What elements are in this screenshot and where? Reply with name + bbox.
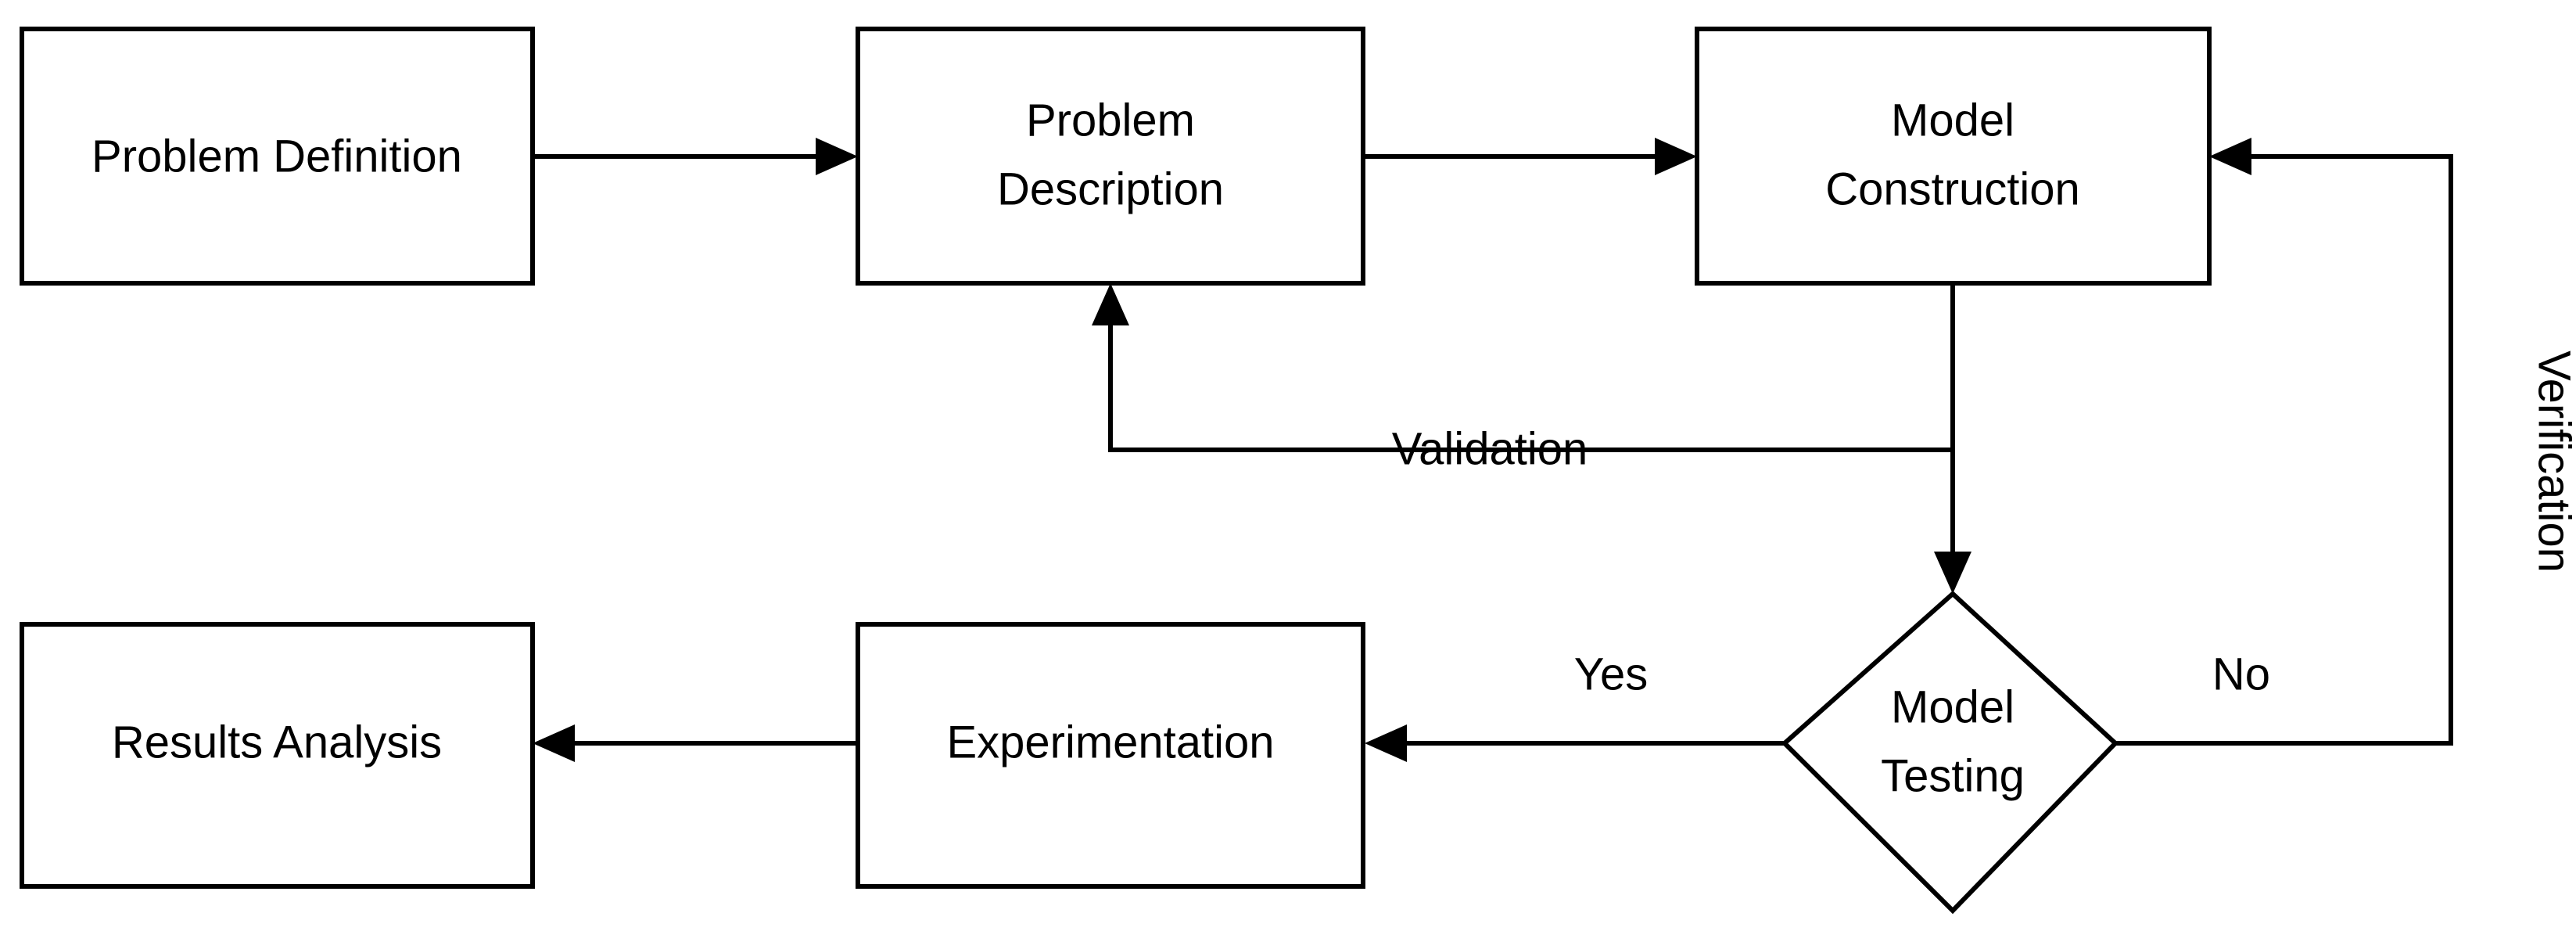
edge-label-yes: Yes (1574, 649, 1649, 699)
node-label-results-analysis: Results Analysis (112, 717, 442, 767)
arrow-head-icon (1092, 283, 1129, 325)
node-shape-rectangle[interactable] (856, 622, 1365, 889)
node-label-model-testing-line1: Model (1891, 681, 2015, 732)
edge-label-verification: Verification (2529, 350, 2576, 573)
edge-label-validation: Validation (1392, 423, 1588, 474)
node-label-problem-definition: Problem Definition (91, 131, 462, 182)
node-shape-rectangle[interactable] (20, 622, 535, 889)
edge-line (2115, 154, 2453, 746)
edge-experimentation-to-results (533, 724, 858, 762)
arrow-head-icon (816, 138, 858, 175)
edge-line (1108, 313, 1953, 452)
edge-label-no: No (2212, 649, 2270, 699)
arrow-head-icon (1655, 138, 1697, 175)
node-label-model-construction-line2: Construction (1825, 164, 2080, 214)
edge-definition-to-description (533, 138, 858, 175)
arrow-head-icon (1934, 552, 1971, 594)
node-problem-definition[interactable]: Problem Definition (20, 27, 535, 286)
node-shape-rectangle[interactable] (1695, 27, 2212, 286)
node-model-testing[interactable]: Model Testing (1781, 590, 2119, 915)
node-label-model-testing-line2: Testing (1881, 750, 2025, 801)
node-problem-description[interactable]: Problem Description (856, 27, 1365, 286)
node-label-experimentation: Experimentation (946, 717, 1274, 767)
node-shape-rectangle[interactable] (856, 27, 1365, 286)
edge-validation-loop: Validation (1092, 283, 1953, 474)
node-label-problem-description-line2: Description (997, 164, 1224, 214)
edge-description-to-construction (1363, 138, 1697, 175)
node-shape-diamond[interactable] (1781, 590, 2119, 915)
node-results-analysis[interactable]: Results Analysis (20, 622, 535, 889)
edge-construction-to-testing (1934, 283, 1971, 594)
edge-testing-no-to-construction: No Verification (2115, 138, 2576, 746)
node-label-problem-description-line1: Problem (1026, 95, 1195, 146)
node-experimentation[interactable]: Experimentation (856, 622, 1365, 889)
arrow-head-icon (1365, 724, 1407, 762)
node-shape-rectangle[interactable] (20, 27, 535, 286)
node-label-model-construction-line1: Model (1891, 95, 2015, 146)
node-model-construction[interactable]: Model Construction (1695, 27, 2212, 286)
edge-testing-yes-to-experimentation: Yes (1365, 649, 1785, 762)
arrow-head-icon (2209, 138, 2251, 175)
arrow-head-icon (533, 724, 575, 762)
